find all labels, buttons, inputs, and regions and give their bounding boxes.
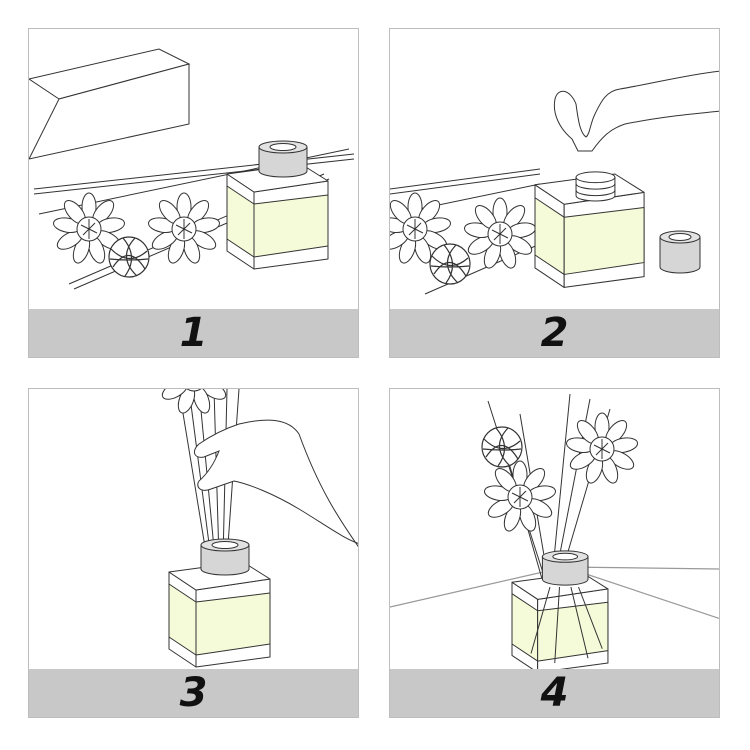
submerged-reeds	[531, 587, 602, 663]
step-4-illustration	[390, 389, 720, 671]
step-3-panel: 3	[28, 388, 359, 718]
bottle-plug-icon	[576, 172, 615, 201]
step-label-bar: 1	[29, 309, 358, 357]
removed-cap-icon	[660, 231, 700, 273]
step-label-bar: 4	[390, 669, 719, 717]
step-number: 1	[179, 310, 208, 356]
step-3-illustration	[156, 389, 358, 668]
step-1-panel: 1	[28, 28, 359, 358]
rattan-ball-icon	[429, 243, 471, 285]
bottle-cap-icon	[258, 140, 308, 178]
step-2-illustration	[390, 29, 719, 311]
bottle-cap-icon	[200, 538, 250, 576]
rattan-ball-icon	[481, 426, 523, 468]
step-label-bar: 2	[390, 309, 719, 357]
flower-icon	[156, 389, 232, 416]
step-4-panel: 4	[389, 388, 720, 718]
step-number: 3	[179, 670, 208, 716]
diffuser-bottle-icon	[168, 561, 271, 668]
flower-icon	[462, 197, 538, 271]
flower-icon	[482, 460, 558, 534]
step-number: 2	[540, 310, 569, 356]
step-2-panel: 2	[389, 28, 720, 358]
step-label-bar: 3	[29, 669, 358, 717]
step-1-illustration	[29, 29, 359, 311]
flower-icon	[146, 192, 222, 266]
bottle-cap-icon	[541, 550, 589, 586]
flower-icon	[564, 412, 640, 486]
hand-icon	[554, 71, 719, 151]
box-illustration	[29, 49, 189, 159]
rattan-ball-icon	[108, 236, 150, 278]
step-number: 4	[540, 670, 569, 716]
diffuser-bottle-icon	[511, 572, 609, 671]
hand-icon	[194, 420, 358, 549]
diffuser-bottle-icon	[226, 163, 329, 270]
